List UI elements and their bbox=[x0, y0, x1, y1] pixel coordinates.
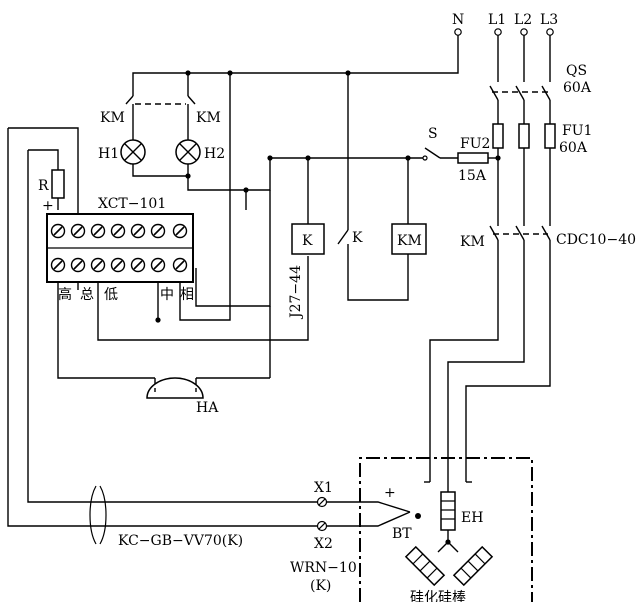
label-h1: H1 bbox=[98, 146, 119, 162]
meter-screw-slot bbox=[153, 226, 163, 236]
meter-terminals bbox=[50, 223, 188, 273]
label-fu2: FU2 bbox=[460, 136, 490, 152]
meter-screw-slot bbox=[73, 260, 83, 270]
label-km-right: KM bbox=[196, 110, 221, 126]
meter-screw-slot bbox=[53, 260, 63, 270]
meter-screw-slot bbox=[133, 226, 143, 236]
label-k-coil: K bbox=[302, 233, 313, 249]
buzzer-ha: HA bbox=[146, 377, 219, 416]
label-l1: L1 bbox=[488, 12, 506, 28]
label-bt: BT bbox=[392, 526, 412, 542]
label-x2: X2 bbox=[314, 536, 333, 552]
label-wrn: WRN−10 bbox=[290, 560, 357, 576]
label-s: S bbox=[428, 126, 438, 142]
meter-term-high: 高 bbox=[58, 286, 72, 303]
main-power-lines: QS 60A FU1 60A KM CDC10−40 bbox=[429, 35, 636, 492]
label-xct: XCT−101 bbox=[98, 196, 166, 212]
label-fu1: FU1 bbox=[562, 123, 592, 139]
label-cdc: CDC10−40 bbox=[556, 232, 636, 248]
label-ha: HA bbox=[196, 400, 219, 416]
label-wrn-k: (K) bbox=[310, 578, 331, 594]
meter-screw-slot bbox=[93, 260, 103, 270]
meter-screw-slot bbox=[113, 226, 123, 236]
label-l3: L3 bbox=[540, 12, 558, 28]
meter-screw-slot bbox=[93, 226, 103, 236]
neutral-bus bbox=[132, 35, 459, 323]
furnace-enclosure: + BT EH 硅化硅棒 bbox=[326, 457, 533, 602]
label-n: N bbox=[452, 12, 464, 28]
label-bt-plus: + bbox=[384, 485, 396, 501]
label-qs-rating: 60A bbox=[563, 80, 592, 96]
label-r: R bbox=[38, 178, 49, 194]
label-qs: QS bbox=[566, 63, 587, 79]
meter-screw-slot bbox=[175, 226, 185, 236]
meter-screw-slot bbox=[113, 260, 123, 270]
temperature-meter: R + XCT−101 高 总 低 中 相 bbox=[28, 149, 309, 379]
indicator-lamps: KM KM H1 H2 bbox=[98, 95, 246, 191]
control-branch: FU2 15A S bbox=[195, 126, 498, 307]
contactor-km-coil bbox=[391, 223, 427, 255]
meter-term-phase: 相 bbox=[180, 287, 194, 303]
label-plus: + bbox=[42, 198, 54, 214]
label-x1: X1 bbox=[314, 480, 333, 496]
meter-screw-slot bbox=[133, 260, 143, 270]
label-km-coil: KM bbox=[397, 233, 422, 249]
supply-terminals: N L1 L2 L3 bbox=[452, 12, 558, 36]
label-fu2-rating: 15A bbox=[458, 168, 487, 184]
meter-term-mid: 中 bbox=[160, 287, 174, 303]
label-km-left: KM bbox=[100, 110, 125, 126]
label-k-contact: K bbox=[352, 230, 363, 246]
label-silicon-rod: 硅化硅棒 bbox=[410, 590, 466, 602]
meter-term-low: 低 bbox=[104, 287, 118, 303]
thermocouple-cable: KC−GB−VV70(K) X1 X2 WRN−10 (K) bbox=[7, 127, 357, 594]
heater-eh-top bbox=[440, 491, 456, 531]
meter-screw-slot bbox=[175, 260, 185, 270]
meter-screw-slot bbox=[73, 226, 83, 236]
meter-screw-slot bbox=[53, 226, 63, 236]
label-j27: J27−44 bbox=[288, 265, 304, 320]
label-l2: L2 bbox=[514, 12, 532, 28]
label-km-contacts: KM bbox=[460, 234, 485, 250]
relay-and-contactor: K J27−44 K KM bbox=[196, 158, 427, 379]
label-eh: EH bbox=[461, 510, 483, 526]
label-fu1-rating: 60A bbox=[559, 140, 588, 156]
relay-k-coil bbox=[291, 223, 325, 255]
meter-screw-slot bbox=[153, 260, 163, 270]
label-h2: H2 bbox=[204, 146, 225, 162]
label-cable: KC−GB−VV70(K) bbox=[118, 533, 243, 549]
meter-term-total: 总 bbox=[80, 287, 94, 303]
